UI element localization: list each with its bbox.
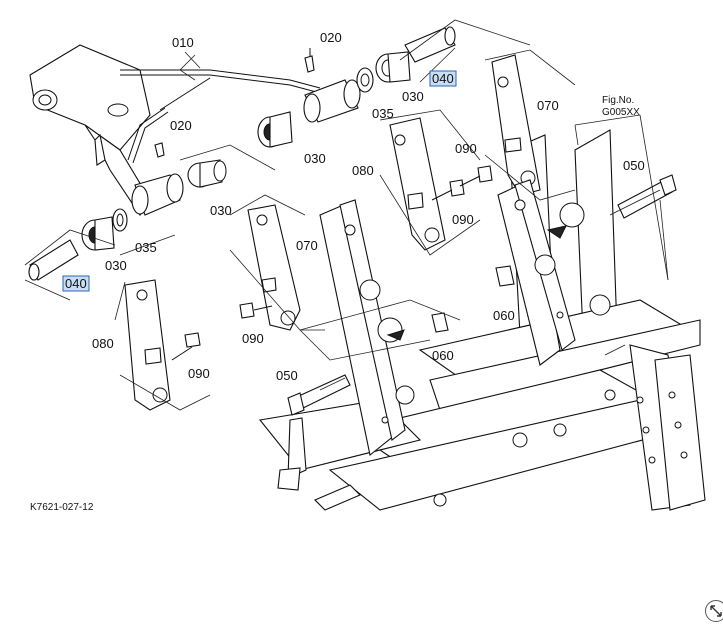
main-frame	[258, 124, 706, 511]
figure-number-value: G005XX	[602, 107, 640, 118]
callout-060-middle[interactable]: 060	[432, 348, 454, 363]
callout-060-right[interactable]: 060	[493, 308, 515, 323]
callout-035-upper[interactable]: 035	[372, 106, 394, 121]
figure-number-label: Fig.No.	[602, 95, 634, 106]
lift-arm-assembly	[28, 26, 456, 281]
callout-040-left-highlight	[62, 275, 90, 292]
callout-030-upper-right[interactable]: 030	[402, 89, 424, 104]
callout-020-upper[interactable]: 020	[320, 30, 342, 45]
callout-090-middle[interactable]: 090	[242, 331, 264, 346]
callout-070-right[interactable]: 070	[537, 98, 559, 113]
callout-040-upper-highlight	[429, 70, 457, 87]
callout-030-middle[interactable]: 030	[210, 203, 232, 218]
callout-090-upper[interactable]: 090	[455, 141, 477, 156]
callout-labels: 010 020 020 040 040 030 030 030 030 035 …	[30, 30, 645, 513]
callout-080-right[interactable]: 080	[352, 163, 374, 178]
callout-030-upper[interactable]: 030	[304, 151, 326, 166]
expand-arrows-icon	[710, 605, 722, 617]
callout-040-left[interactable]: 040	[65, 276, 87, 291]
callout-090-right[interactable]: 090	[452, 212, 474, 227]
fasteners	[171, 165, 677, 416]
link-plates	[124, 54, 611, 456]
drawing-code: K7621-027-12	[30, 502, 94, 513]
callout-080-left[interactable]: 080	[92, 336, 114, 351]
callout-030-left[interactable]: 030	[105, 258, 127, 273]
callout-090-left[interactable]: 090	[188, 366, 210, 381]
callout-020-middle[interactable]: 020	[170, 118, 192, 133]
callout-040-upper[interactable]: 040	[432, 71, 454, 86]
callout-070-middle[interactable]: 070	[296, 238, 318, 253]
callout-035-left[interactable]: 035	[135, 240, 157, 255]
callout-050-right[interactable]: 050	[623, 158, 645, 173]
zoom-toggle-button[interactable]	[705, 600, 723, 622]
leader-lines	[24, 19, 669, 411]
callout-050-left[interactable]: 050	[276, 368, 298, 383]
callout-010[interactable]: 010	[172, 35, 194, 50]
